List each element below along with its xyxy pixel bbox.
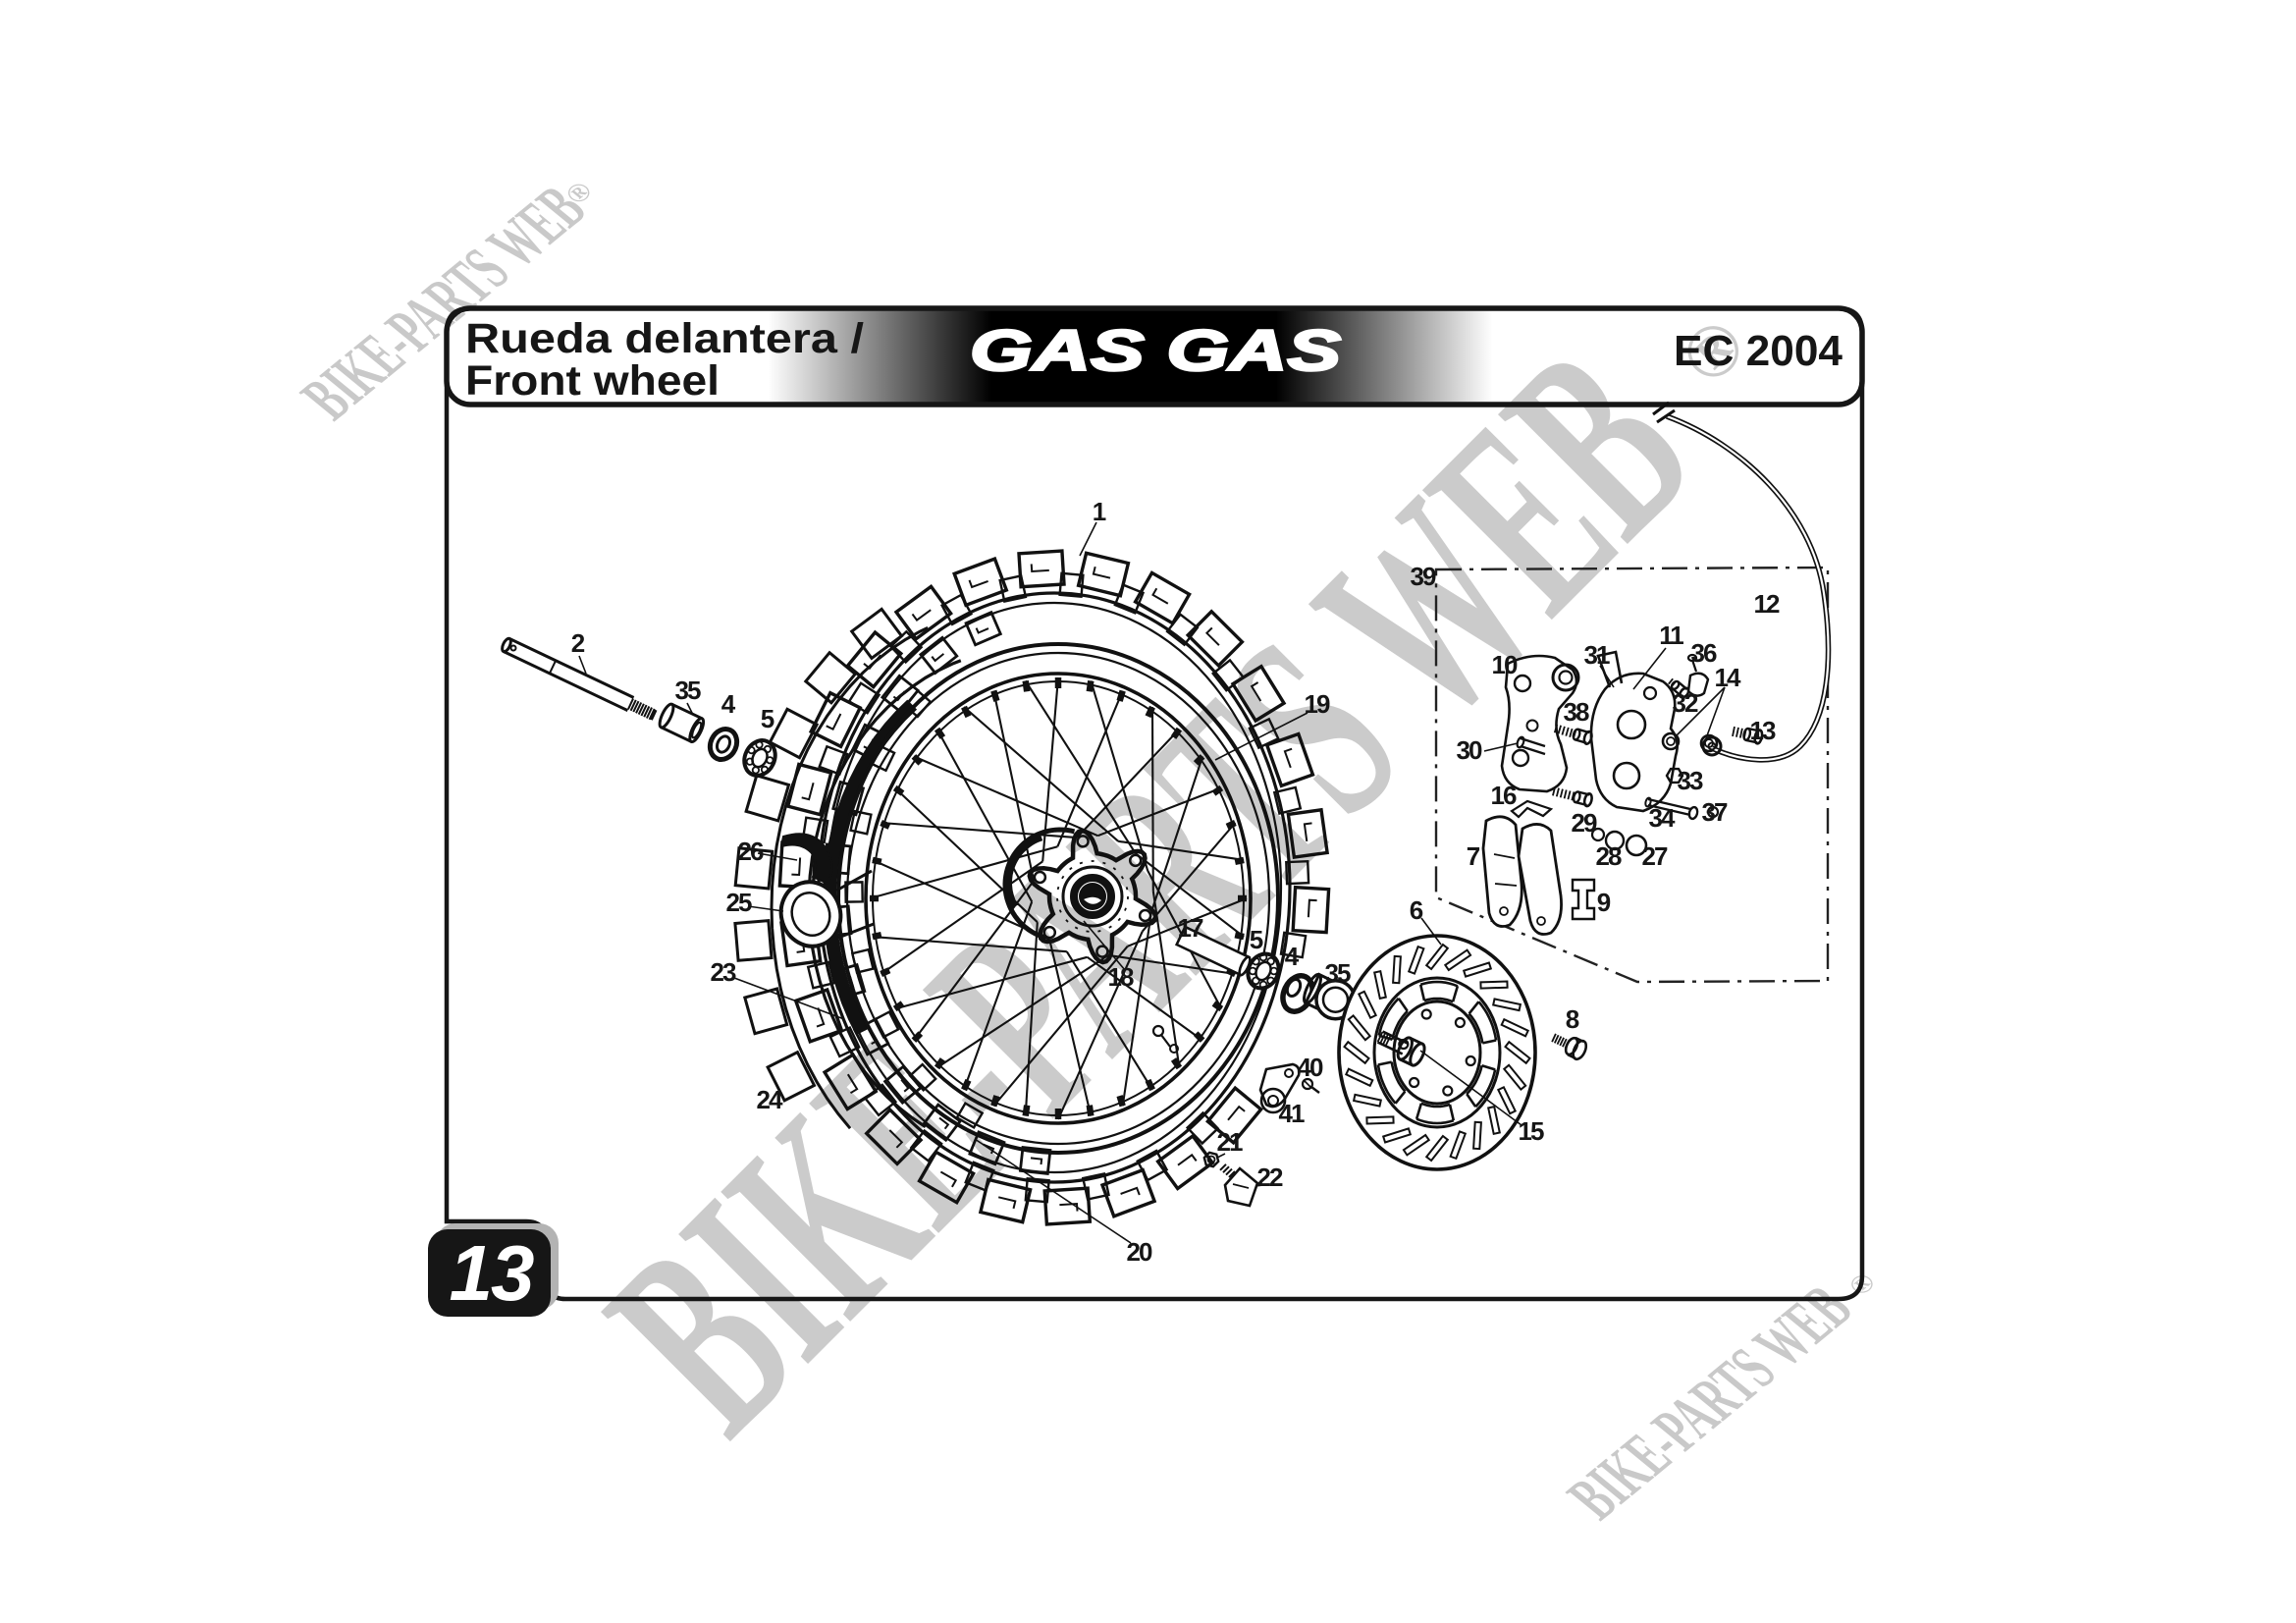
svg-text:8: 8 bbox=[1566, 1004, 1579, 1034]
svg-text:41: 41 bbox=[1279, 1099, 1305, 1128]
svg-text:30: 30 bbox=[1457, 735, 1482, 765]
svg-text:7: 7 bbox=[1467, 841, 1480, 871]
svg-text:40: 40 bbox=[1298, 1053, 1323, 1082]
svg-text:17: 17 bbox=[1178, 913, 1203, 943]
svg-text:5: 5 bbox=[761, 704, 774, 733]
svg-text:EC 2004: EC 2004 bbox=[1674, 327, 1843, 375]
svg-text:35: 35 bbox=[1325, 958, 1351, 988]
svg-text:25: 25 bbox=[726, 888, 752, 917]
svg-text:18: 18 bbox=[1108, 962, 1134, 992]
svg-text:36: 36 bbox=[1691, 638, 1717, 668]
svg-text:GAS GAS: GAS GAS bbox=[970, 319, 1341, 383]
svg-text:23: 23 bbox=[711, 957, 736, 987]
svg-text:39: 39 bbox=[1411, 562, 1436, 591]
svg-text:29: 29 bbox=[1572, 808, 1597, 838]
svg-text:19: 19 bbox=[1305, 689, 1330, 719]
svg-text:6: 6 bbox=[1410, 895, 1423, 925]
svg-text:12: 12 bbox=[1754, 589, 1780, 619]
svg-text:9: 9 bbox=[1597, 888, 1611, 917]
svg-text:11: 11 bbox=[1659, 621, 1683, 650]
svg-text:38: 38 bbox=[1564, 697, 1589, 727]
svg-text:31: 31 bbox=[1584, 640, 1610, 670]
svg-text:Rueda delantera /: Rueda delantera / bbox=[465, 315, 864, 362]
svg-text:21: 21 bbox=[1217, 1127, 1243, 1157]
svg-text:13: 13 bbox=[450, 1229, 534, 1317]
svg-text:10: 10 bbox=[1492, 650, 1518, 679]
svg-text:37: 37 bbox=[1702, 797, 1728, 827]
svg-text:22: 22 bbox=[1257, 1163, 1283, 1192]
svg-text:2: 2 bbox=[571, 628, 585, 658]
svg-text:1: 1 bbox=[1093, 497, 1106, 526]
svg-text:34: 34 bbox=[1649, 803, 1676, 833]
svg-text:14: 14 bbox=[1715, 663, 1741, 692]
svg-text:24: 24 bbox=[757, 1085, 783, 1114]
svg-text:26: 26 bbox=[738, 837, 764, 866]
svg-text:35: 35 bbox=[675, 676, 701, 705]
svg-text:20: 20 bbox=[1127, 1237, 1152, 1267]
svg-text:Front wheel: Front wheel bbox=[465, 357, 720, 405]
svg-text:33: 33 bbox=[1678, 766, 1703, 795]
svg-text:28: 28 bbox=[1596, 841, 1622, 871]
svg-text:27: 27 bbox=[1642, 841, 1668, 871]
svg-text:15: 15 bbox=[1519, 1116, 1544, 1146]
svg-text:32: 32 bbox=[1673, 688, 1698, 718]
svg-text:16: 16 bbox=[1491, 781, 1517, 810]
svg-text:5: 5 bbox=[1250, 925, 1263, 954]
svg-text:13: 13 bbox=[1750, 716, 1776, 745]
